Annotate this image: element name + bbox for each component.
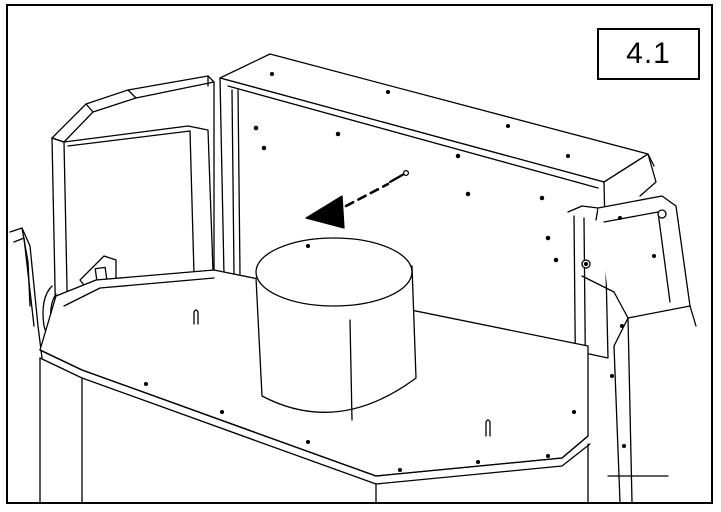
right-side-panel (568, 196, 696, 502)
screw-icon (390, 169, 410, 182)
flue-cylinder (256, 238, 416, 420)
left-side-panel (52, 76, 214, 336)
step-label: 4.1 (597, 28, 700, 80)
stove-assembly-drawing (8, 6, 711, 502)
direction-arrow-icon (306, 184, 388, 228)
front-body (40, 358, 668, 502)
left-outer-edge (10, 228, 60, 358)
figure-frame: 4.1 (6, 4, 713, 504)
